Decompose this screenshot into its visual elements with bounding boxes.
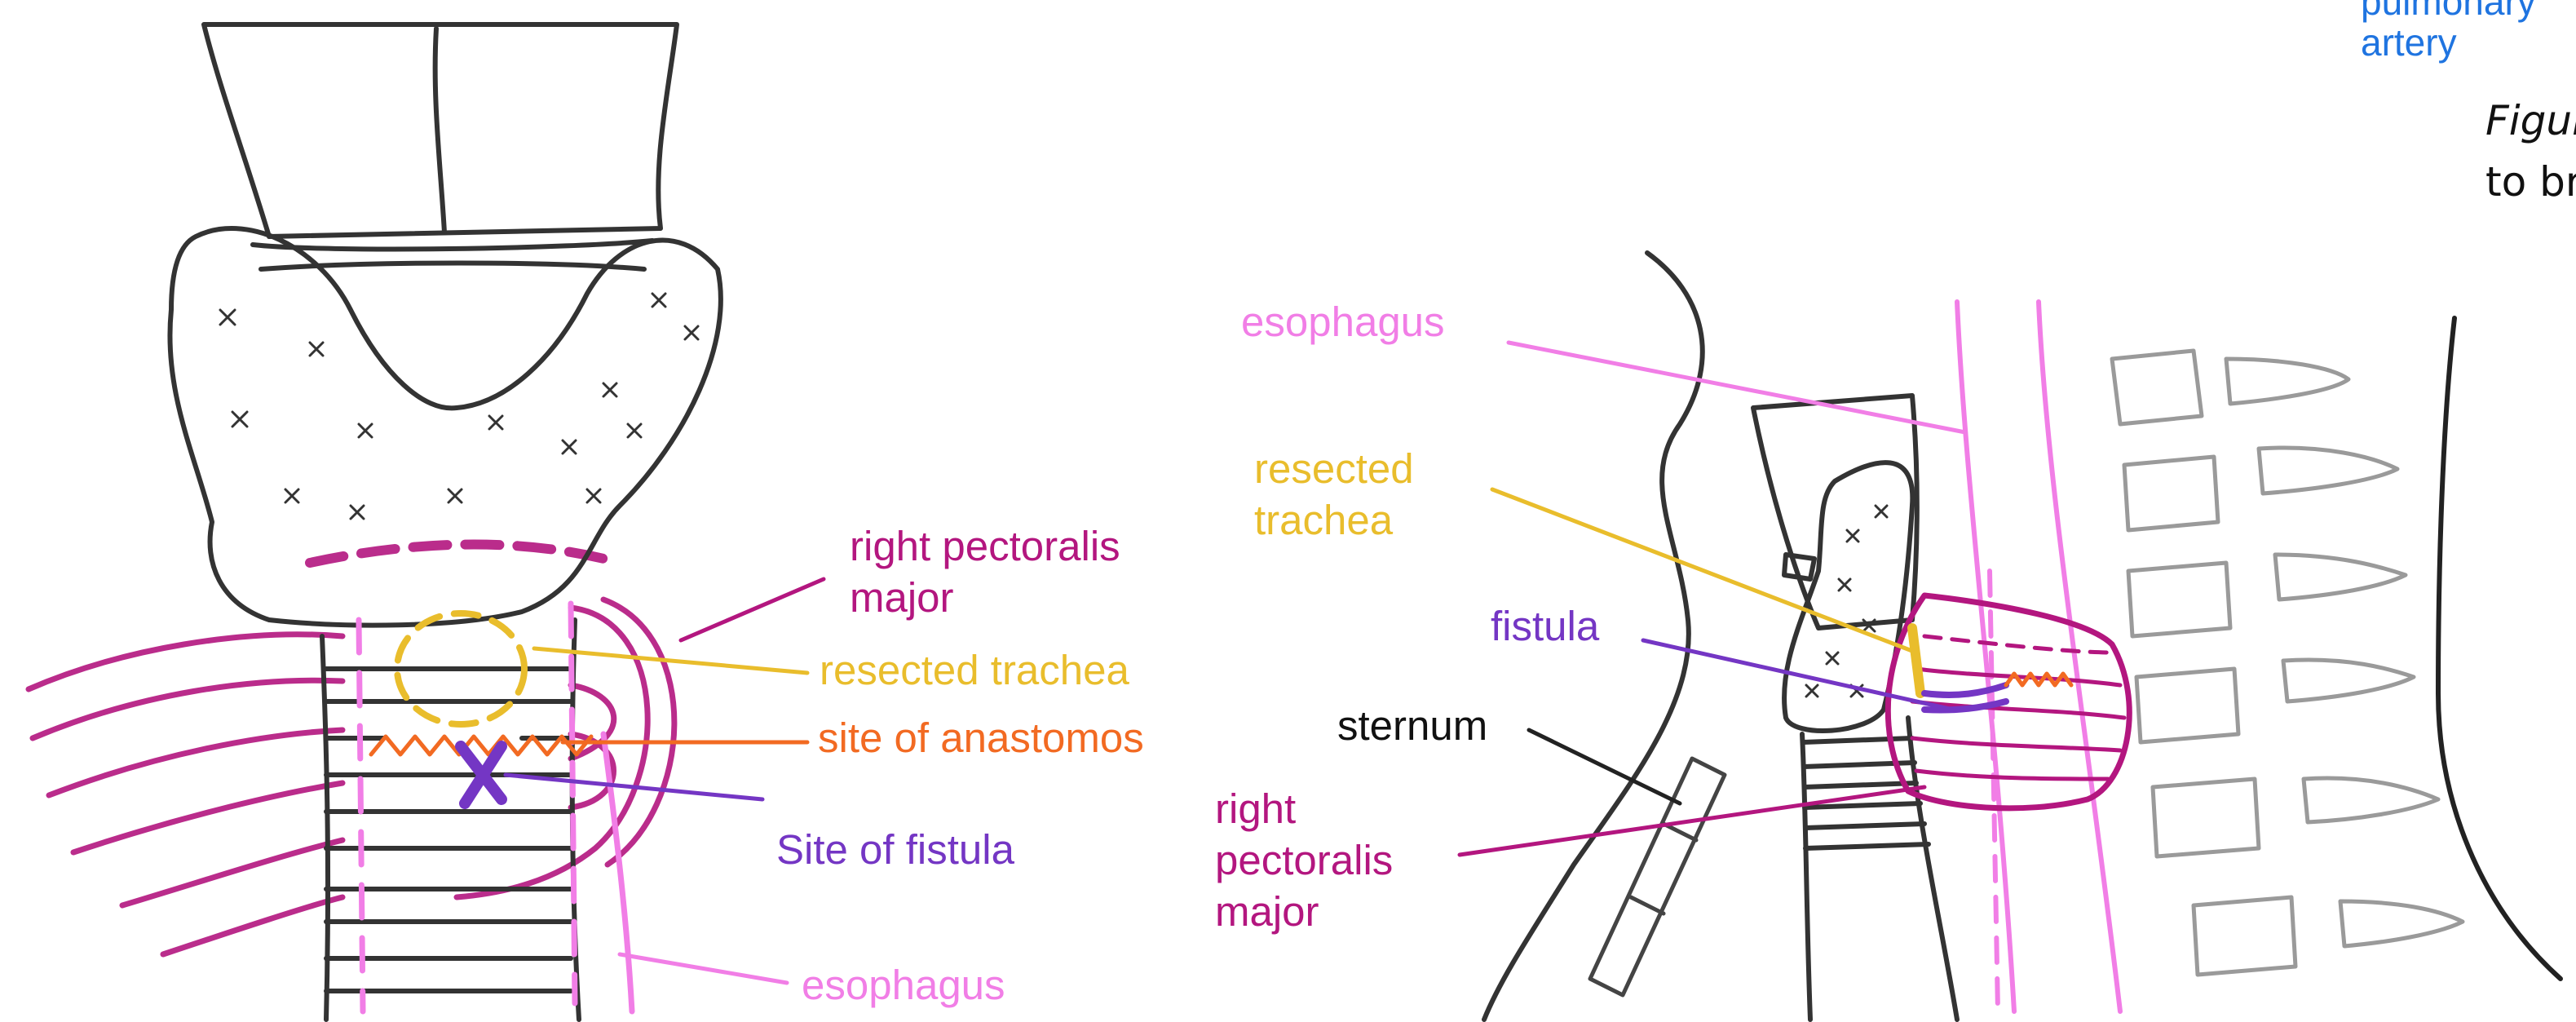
left-label-fistula: Site of fistula [776, 825, 1014, 874]
right-leader-esophagus [1509, 343, 1965, 432]
right-resected-trachea-mark [1912, 628, 1920, 693]
right-label-trachea-line1: resected [1254, 445, 1414, 493]
right-thyroid-cartilage [1753, 396, 1917, 628]
figure-caption-line2: to br [2485, 155, 2576, 209]
right-back-contour [2438, 318, 2561, 979]
left-thyroid-cartilage [204, 24, 677, 269]
right-label-fistula: fistula [1491, 602, 1599, 651]
right-label-esophagus: esophagus [1241, 298, 1445, 347]
left-anastomosis-zigzag [371, 737, 591, 754]
right-spine [2112, 351, 2463, 975]
left-leader-esophagus [620, 954, 787, 983]
left-label-resected-trachea: resected trachea [820, 646, 1129, 695]
figure-caption-line1: Figur [2485, 94, 2576, 148]
right-label-sternum: sternum [1337, 701, 1487, 750]
left-esophagus [359, 604, 632, 1011]
left-label-pectoralis-line1: right pectoralis [850, 522, 1120, 571]
right-label-pectoralis-line3: major [1215, 887, 1319, 936]
right-label-pectoralis-line2: pectoralis [1215, 836, 1393, 885]
right-esophagus [1957, 302, 2120, 1011]
right-label-pectoralis-line1: right [1215, 785, 1296, 834]
left-label-anastomosis: site of anastomos [818, 714, 1144, 763]
left-thyroid-gland [170, 228, 720, 626]
left-label-pectoralis-line2: major [850, 573, 954, 622]
pulmonary-artery-label-line2: artery [2361, 18, 2457, 67]
right-trachea [1802, 718, 1957, 1020]
left-pectoralis-muscle [29, 545, 674, 955]
left-label-esophagus: esophagus [802, 961, 1005, 1010]
left-leader-pectoralis [681, 579, 824, 640]
right-label-trachea-line2: trachea [1254, 496, 1393, 545]
